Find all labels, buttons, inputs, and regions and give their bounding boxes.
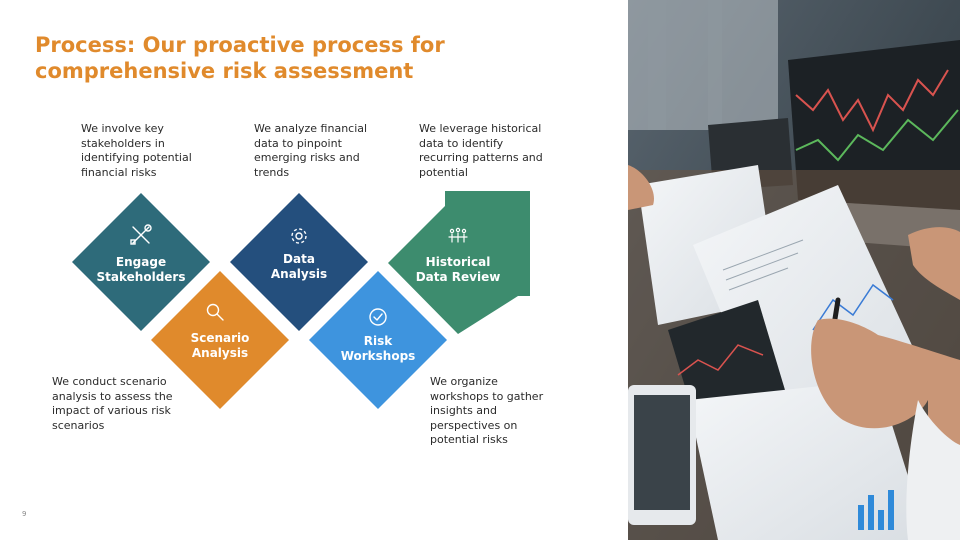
step-label-line2: Stakeholders [97,270,186,284]
people-icon [448,227,468,243]
tools-icon [130,224,152,245]
step-data-analysis: Data Analysis [230,193,368,331]
step-label-line2: Analysis [271,267,327,281]
step-label-line1: Risk [364,334,393,348]
page-number: 9 [22,510,27,518]
step-arrow-shape [388,191,530,334]
step-description-risk-workshops: We organize workshops to gather insights… [430,375,544,446]
magnifier-icon [206,303,224,321]
step-scenario-analysis: Scenario Analysis [151,271,289,409]
step-label-line1: Data [283,252,315,266]
step-label-line1: Engage [116,255,166,269]
step-historical-data-review: Historical Data Review [388,191,530,334]
step-description-scenario-analysis: We conduct scenario analysis to assess t… [52,375,173,432]
step-label-line2: Data Review [416,270,501,284]
step-label-line2: Workshops [341,349,416,363]
step-diamond [72,193,210,331]
step-description-historical-data-review: We leverage historical data to identify … [419,122,543,179]
step-label-line1: Scenario [191,331,250,345]
step-description-engage-stakeholders: We involve key stakeholders in identifyi… [81,122,192,179]
step-risk-workshops: Risk Workshops [309,271,447,409]
step-engage-stakeholders: Engage Stakeholders [72,193,210,331]
checkmark-icon [369,308,387,326]
slide-title: Process: Our proactive process for compr… [35,33,445,83]
step-diamond [151,271,289,409]
step-diamond [230,193,368,331]
financial-report-photo [628,0,960,540]
step-label-line1: Historical [426,255,491,269]
gear-icon [291,228,307,244]
step-description-data-analysis: We analyze financial data to pinpoint em… [254,122,368,179]
step-diamond [309,271,447,409]
step-label-line2: Analysis [192,346,248,360]
